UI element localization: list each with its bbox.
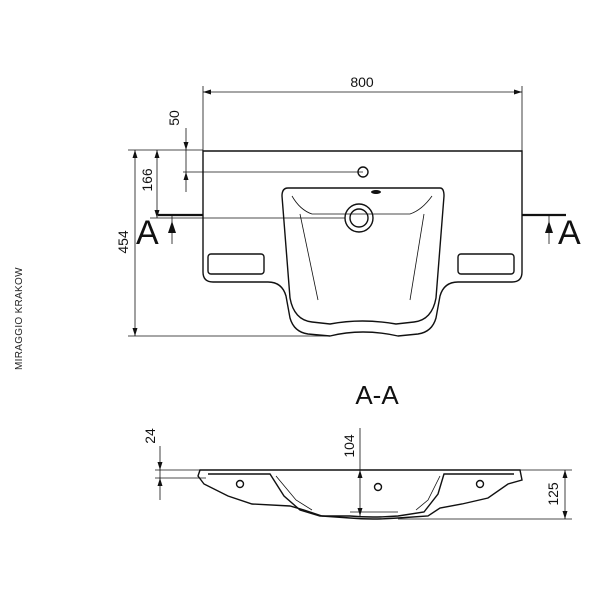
overflow-slot: [371, 190, 381, 194]
dim-depth-label: 454: [115, 230, 131, 254]
section-letter-right: A: [558, 214, 581, 252]
dim-24: 24: [142, 428, 206, 500]
dim-tap-drain-label: 166: [139, 168, 155, 192]
section-bowl-inner: [275, 475, 441, 511]
basin-bowl-inner: [291, 195, 433, 215]
dim-125: 125: [398, 469, 572, 520]
section-letter-left: A: [136, 214, 159, 252]
dim-104: 104: [341, 428, 363, 516]
brand-label: MIRAGGIO KRAKOW: [14, 267, 25, 370]
section-view: [197, 469, 523, 520]
drain-outer: [344, 203, 374, 233]
dim-800: 800: [202, 74, 523, 151]
section-outer-profile: [197, 469, 523, 520]
dim-basin-depth-label: 104: [341, 434, 357, 458]
dim-50: 50: [166, 110, 363, 192]
basin-bowl-outline: [281, 187, 445, 325]
section-marker-left: A: [136, 213, 203, 252]
top-view: [202, 150, 523, 337]
section-hole-left: [235, 479, 245, 489]
section-title: A-A: [355, 380, 399, 410]
basin-bowl-side-left: [299, 213, 319, 301]
shelf-well-left: [207, 253, 265, 275]
shelf-well-right: [457, 253, 515, 275]
dim-454: 454: [115, 149, 330, 337]
basin-outer-outline: [202, 150, 523, 337]
dim-width-label: 800: [350, 74, 374, 90]
drain-inner: [349, 208, 369, 228]
section-marker-right: A: [522, 213, 581, 252]
dim-166: 166: [139, 149, 345, 219]
section-inner-profile: [208, 473, 514, 518]
dim-tap-offset-label: 50: [166, 110, 182, 126]
dim-height-label: 125: [545, 482, 561, 506]
section-hole-center: [373, 482, 383, 492]
section-hole-right: [475, 479, 485, 489]
dim-rim-label: 24: [142, 428, 158, 444]
basin-bowl-side-right: [409, 213, 425, 301]
